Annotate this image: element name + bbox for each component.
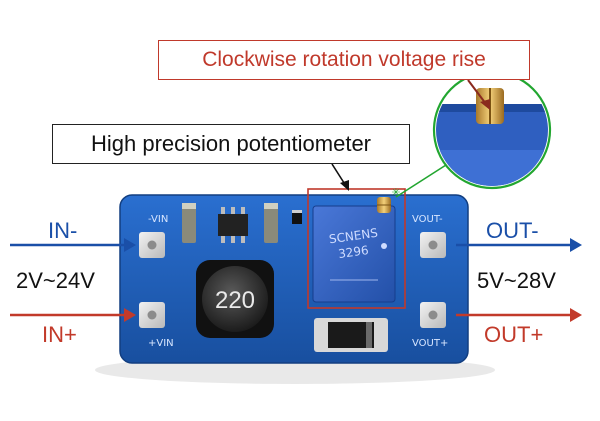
zoom-connector-mark: ✳ — [391, 186, 400, 199]
label-in-plus: IN+ — [42, 322, 77, 347]
silk-vout-plus: VOUT+ — [412, 338, 448, 349]
inductor-coil — [202, 266, 268, 332]
label-input-range: 2V~24V — [16, 268, 95, 293]
pot-model: 3296 — [337, 243, 369, 261]
capacitor-cap — [182, 203, 196, 209]
pad-hole — [147, 240, 157, 250]
capacitor — [182, 203, 196, 243]
resistor — [292, 210, 302, 224]
diode-band — [366, 322, 372, 348]
potentiometer-highlight-box — [307, 188, 406, 309]
silk-vin-plus: +VIN — [148, 338, 174, 349]
rotation-callout-text: Clockwise rotation voltage rise — [202, 48, 486, 71]
silk-vin-minus: -VIN — [148, 214, 168, 225]
pad-hole — [428, 240, 438, 250]
in-plus-arrow-head — [124, 308, 136, 322]
capacitor — [264, 203, 278, 243]
zoom-detail — [436, 88, 548, 186]
potentiometer-callout: High precision potentiometer — [52, 124, 410, 164]
pot-mark — [381, 243, 387, 249]
ic-pin — [221, 207, 225, 214]
ic-pin — [231, 207, 235, 214]
ic-pin — [241, 207, 245, 214]
capacitor-cap — [264, 203, 278, 209]
in-minus-arrow-head — [124, 238, 136, 252]
rotation-callout: Clockwise rotation voltage rise — [158, 40, 530, 80]
ic-pin — [241, 236, 245, 243]
potentiometer-callout-text: High precision potentiometer — [90, 131, 372, 156]
callout-arrow-head — [480, 99, 490, 110]
out-plus-arrow-head — [570, 308, 582, 322]
pad-hole — [428, 310, 438, 320]
zoom-connector — [395, 164, 447, 198]
ic-pin — [221, 236, 225, 243]
out-minus-arrow-head — [570, 238, 582, 252]
label-out-plus: OUT+ — [484, 322, 544, 347]
label-output-range: 5V~28V — [477, 268, 556, 293]
label-in-minus: IN- — [48, 218, 78, 243]
pot-callout-arrow-head — [340, 180, 349, 191]
inductor-code: 220 — [215, 287, 255, 314]
ic-chip — [218, 214, 248, 236]
pad-hole — [147, 310, 157, 320]
resistor-end — [292, 210, 302, 213]
silk-vout-minus: VOUT- — [412, 214, 443, 225]
pot-brand: SCNENS — [328, 226, 379, 247]
pcb-edge — [119, 194, 469, 364]
callout-arrow-line — [467, 79, 487, 105]
label-out-minus: OUT- — [486, 218, 539, 243]
potentiometer — [312, 205, 396, 303]
ic-pin — [231, 236, 235, 243]
